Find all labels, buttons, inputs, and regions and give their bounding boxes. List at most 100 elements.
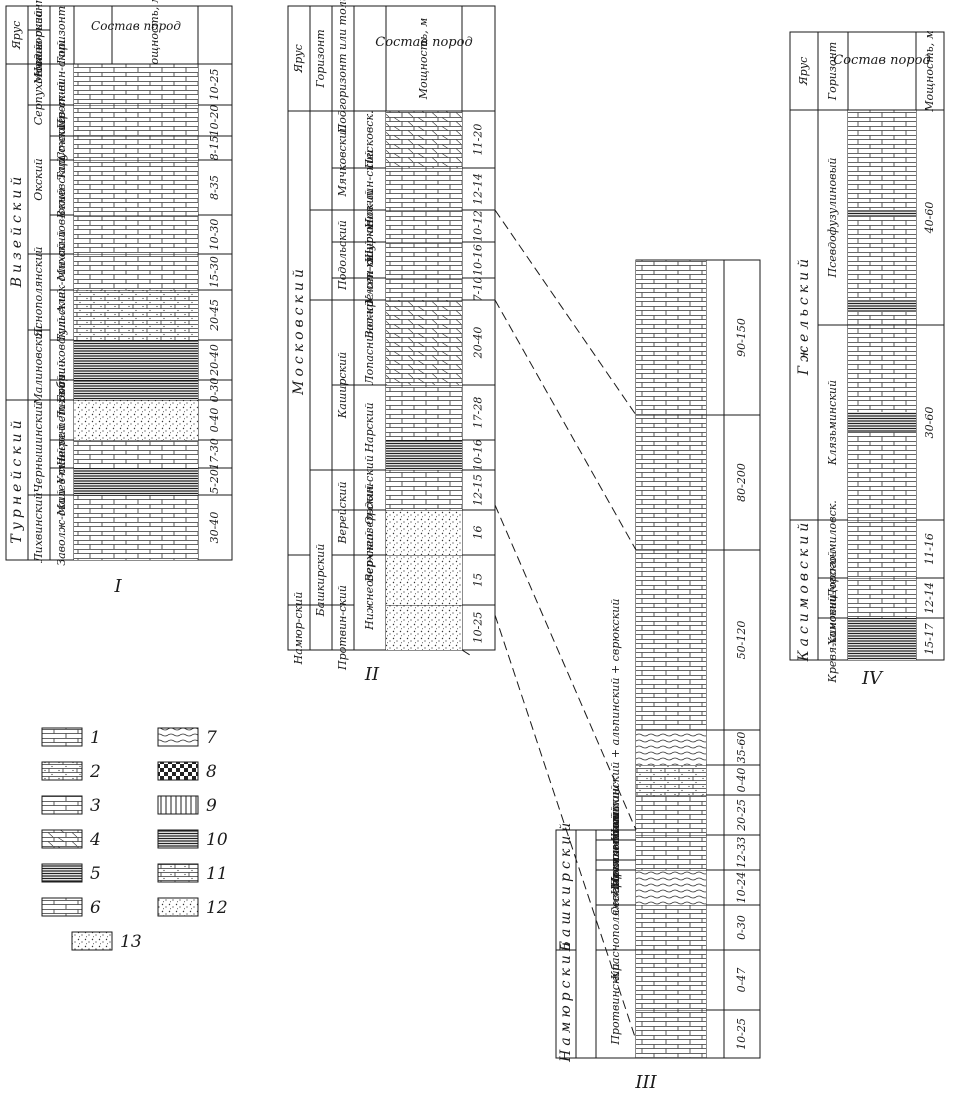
superhorizon-label: Чернышинский <box>32 403 45 493</box>
horizon-label: Каширский <box>336 352 349 420</box>
superhorizon-label: Москов-ский <box>32 10 45 85</box>
thickness-value: 15 <box>472 573 485 587</box>
lithology-layer <box>386 470 462 510</box>
lithology-layer <box>386 605 462 650</box>
legend-swatch <box>158 728 198 746</box>
column-numeral: IV <box>861 668 884 689</box>
thickness-value: 40-60 <box>923 202 936 235</box>
superhorizon-label: Лихвинский <box>32 492 45 563</box>
column-numerals: IIIIIIIV <box>113 576 884 1093</box>
thickness-value: 20-40 <box>472 327 485 360</box>
lithology-layer <box>74 160 198 215</box>
thickness-value: 0-30 <box>735 915 748 940</box>
thickness-value: 11-16 <box>923 533 936 565</box>
lithology-layer <box>74 495 198 560</box>
lithology-layer <box>636 415 706 550</box>
lithology-layer <box>386 242 462 278</box>
stage-label: Гжельский <box>796 255 812 376</box>
lithology-layer <box>636 870 706 905</box>
legend-number: 7 <box>206 728 217 748</box>
thickness-value: 90-150 <box>735 318 748 357</box>
thickness-value: 20-40 <box>208 344 221 377</box>
thickness-value: 7-10 <box>472 277 485 302</box>
lithology-layer <box>386 111 462 168</box>
legend-number: 1 <box>90 728 101 748</box>
legend-number: 2 <box>89 762 101 782</box>
legend-swatch <box>42 898 82 916</box>
lithology-layer <box>636 950 706 1010</box>
thickness-value: 10-25 <box>472 612 485 644</box>
thickness-value: 35-60 <box>735 732 748 764</box>
legend-number: 12 <box>206 898 228 918</box>
thickness-value: 10-16 <box>472 244 485 276</box>
correlation-line <box>462 650 470 655</box>
header-cell: Мощность, м <box>923 30 936 112</box>
legend-number: 5 <box>90 864 101 884</box>
lithology-layer <box>74 380 198 400</box>
lithology-layer <box>386 385 462 440</box>
thickness-value: 10-16 <box>472 439 485 471</box>
lithology-layer <box>636 260 706 415</box>
horizon-label: Мячковский <box>336 125 349 198</box>
thickness-value: 10-25 <box>735 1018 748 1050</box>
column-numeral: I <box>113 576 122 597</box>
lithology-layer <box>636 905 706 950</box>
horizon-label: Протвин-ский <box>336 585 349 671</box>
thickness-value: 30-40 <box>208 512 221 544</box>
thickness-value: 10-20 <box>208 105 221 137</box>
lithology-layer <box>386 300 462 385</box>
header-cell: Ярус <box>292 44 305 73</box>
legend-swatch <box>72 932 112 950</box>
legend-swatch <box>42 796 82 814</box>
thickness-value: 15-17 <box>923 623 936 655</box>
header-cell: Горизонт <box>314 29 327 88</box>
legend-swatch <box>158 762 198 780</box>
lithology-layer <box>848 578 916 618</box>
column-numeral: II <box>364 664 380 685</box>
header-lithology: Состав пород <box>91 19 181 33</box>
thickness-value: 10-25 <box>208 69 221 101</box>
thickness-value: 17-28 <box>472 397 485 429</box>
header-cell: Горизонт <box>826 42 839 101</box>
header-lithology: Состав пород <box>833 53 930 68</box>
lithology-layer <box>848 110 916 325</box>
lithology-layer <box>386 278 462 300</box>
header-cell: Мощность, м <box>417 18 430 100</box>
thickness-value: 20-25 <box>735 799 748 832</box>
stage-label: Касимовский <box>796 519 812 662</box>
legend-number: 13 <box>120 932 142 952</box>
stage-label: Московский <box>291 265 307 396</box>
legend-number: 3 <box>90 796 101 816</box>
legend-number: 11 <box>206 864 228 884</box>
subhorizon-label: Шешминский + альпинский + сврюкский <box>609 599 622 843</box>
thickness-value: 12-33 <box>735 837 748 869</box>
legend-swatch <box>42 728 82 746</box>
thickness-value: 80-200 <box>735 463 748 502</box>
lithology-layer <box>636 1010 706 1058</box>
superhorizon-label: Окский <box>32 158 45 201</box>
subhorizon-label: Ордын-ский <box>363 455 376 525</box>
thickness-value: 0-30 <box>208 378 221 403</box>
legend-number: 10 <box>206 830 228 850</box>
clay-band <box>848 300 916 312</box>
lithology-layer <box>636 765 706 795</box>
legend-number: 4 <box>89 830 101 850</box>
legend-swatch <box>42 830 82 848</box>
lithology-layer <box>636 550 706 730</box>
header-cell: Ярус <box>10 21 23 50</box>
legend-swatch <box>158 864 198 882</box>
legend-swatch <box>158 830 198 848</box>
lithology-layer <box>74 136 198 160</box>
horizon-label: Подольский <box>336 220 349 291</box>
lithology-layer <box>74 400 198 440</box>
stage-label: Турнейский <box>9 416 25 543</box>
legend-number: 6 <box>90 898 101 918</box>
lithology-layer <box>848 520 916 578</box>
lithology-layer <box>74 105 198 136</box>
lithology-layer <box>386 168 462 210</box>
thickness-value: 0-47 <box>735 968 748 993</box>
